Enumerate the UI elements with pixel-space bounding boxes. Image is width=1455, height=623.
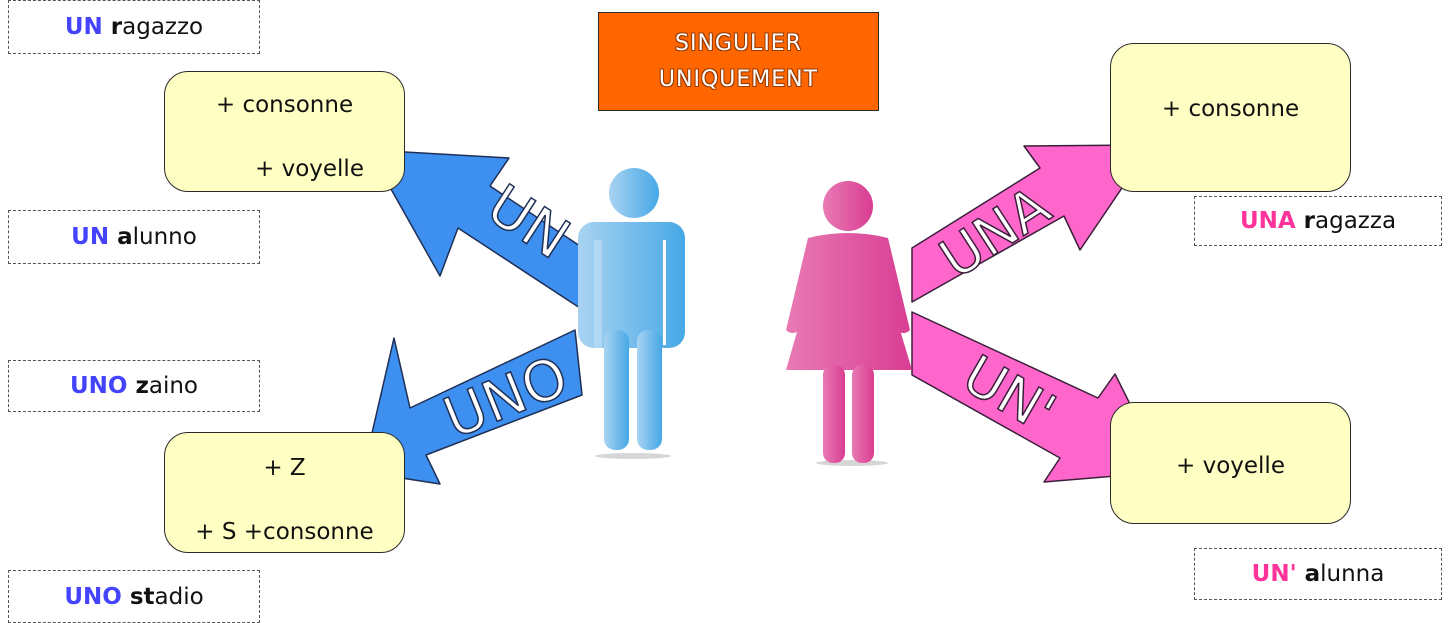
singular-only-banner: SINGULIER UNIQUEMENT xyxy=(598,12,879,111)
rule-un-consonant: + consonne xyxy=(215,92,354,118)
example-rest: adio xyxy=(154,583,204,610)
female-figure-icon xyxy=(786,181,912,466)
banner-line-2: UNIQUEMENT xyxy=(658,66,819,92)
example-article: UN xyxy=(71,224,110,250)
example-rest: lunna xyxy=(1320,561,1385,587)
rule-box-una: + consonne xyxy=(1110,43,1351,192)
rule-box-un-apostrophe: + voyelle xyxy=(1110,402,1351,524)
example-una-ragazza: UNA r agazza xyxy=(1194,196,1442,246)
rule-box-un: + consonne + voyelle xyxy=(164,71,405,192)
example-article: UNO xyxy=(69,373,128,399)
rule-uno-s-consonant: + S +consonne xyxy=(195,519,374,545)
example-article: UNO xyxy=(64,583,122,610)
example-rest: aino xyxy=(148,373,198,399)
example-un-ragazzo: UN r agazzo xyxy=(8,0,260,54)
example-stem: r xyxy=(1303,208,1316,234)
example-article: UN xyxy=(64,14,103,40)
example-article: UN' xyxy=(1251,561,1297,587)
arrow-un-apostrophe xyxy=(911,311,1165,483)
rule-un-apostrophe-vowel: + voyelle xyxy=(1176,453,1285,479)
arrow-una xyxy=(911,144,1152,303)
example-article: UNA xyxy=(1239,208,1296,234)
example-stem: r xyxy=(110,14,123,40)
rule-una-consonant: + consonne xyxy=(1161,96,1300,122)
example-stem: a xyxy=(1304,561,1321,587)
example-stem: st xyxy=(129,583,155,610)
banner-line-1: SINGULIER xyxy=(675,30,802,56)
arrow-un xyxy=(368,149,587,311)
example-stem: a xyxy=(117,224,133,250)
example-uno-stadio: UNO st adio xyxy=(8,570,260,623)
arrow-uno-label: UNO xyxy=(435,344,577,452)
example-uno-zaino: UNO z aino xyxy=(8,360,260,412)
example-rest: agazza xyxy=(1315,208,1397,234)
rule-box-uno: + Z + S +consonne xyxy=(164,432,405,553)
example-rest: lunno xyxy=(132,224,197,250)
male-figure-icon xyxy=(578,168,685,459)
example-rest: agazzo xyxy=(122,14,204,40)
example-stem: z xyxy=(135,373,149,399)
example-un-alunna: UN' a lunna xyxy=(1194,548,1442,600)
rule-uno-z: + Z xyxy=(263,455,306,481)
rule-un-vowel: + voyelle xyxy=(255,156,364,182)
example-un-alunno: UN a lunno xyxy=(8,210,260,264)
